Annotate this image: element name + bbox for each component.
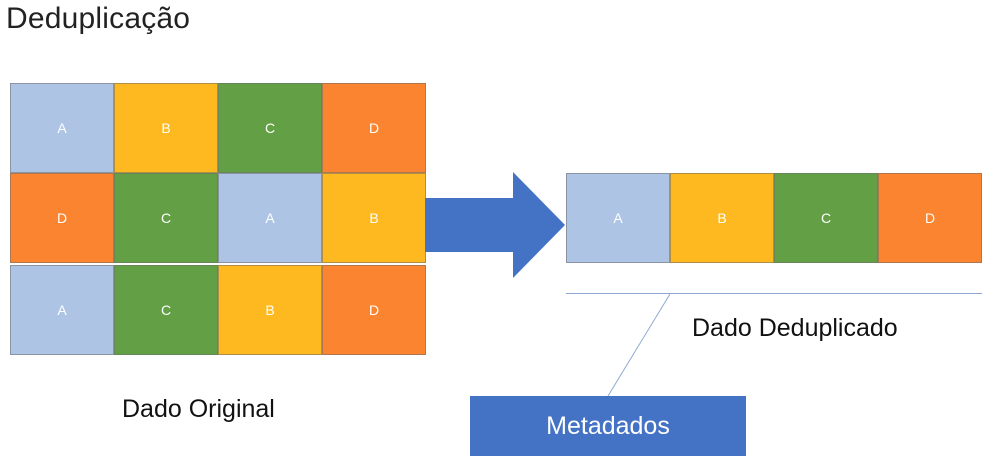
metadata-label: Metadados (546, 411, 670, 440)
original-block-c: C (218, 83, 322, 173)
original-block-b: B (218, 265, 322, 355)
original-block-c: C (114, 173, 218, 263)
divider-line (566, 293, 982, 294)
deduplicated-block-a: A (566, 173, 670, 263)
original-block-a: A (10, 265, 114, 355)
original-block-d: D (322, 83, 426, 173)
metadata-box: Metadados (470, 396, 746, 456)
deduplicated-data-caption: Dado Deduplicado (692, 314, 898, 342)
original-block-a: A (218, 173, 322, 263)
original-block-b: B (322, 173, 426, 263)
page-title: Deduplicação (6, 2, 191, 35)
deduplicated-block-c: C (774, 173, 878, 263)
original-block-a: A (10, 83, 114, 173)
original-data-caption: Dado Original (122, 395, 275, 423)
original-block-c: C (114, 265, 218, 355)
original-block-d: D (322, 265, 426, 355)
right-arrow-icon (425, 172, 565, 278)
deduplicated-block-b: B (670, 173, 774, 263)
deduplicated-block-d: D (878, 173, 982, 263)
original-block-b: B (114, 83, 218, 173)
original-block-d: D (10, 173, 114, 263)
